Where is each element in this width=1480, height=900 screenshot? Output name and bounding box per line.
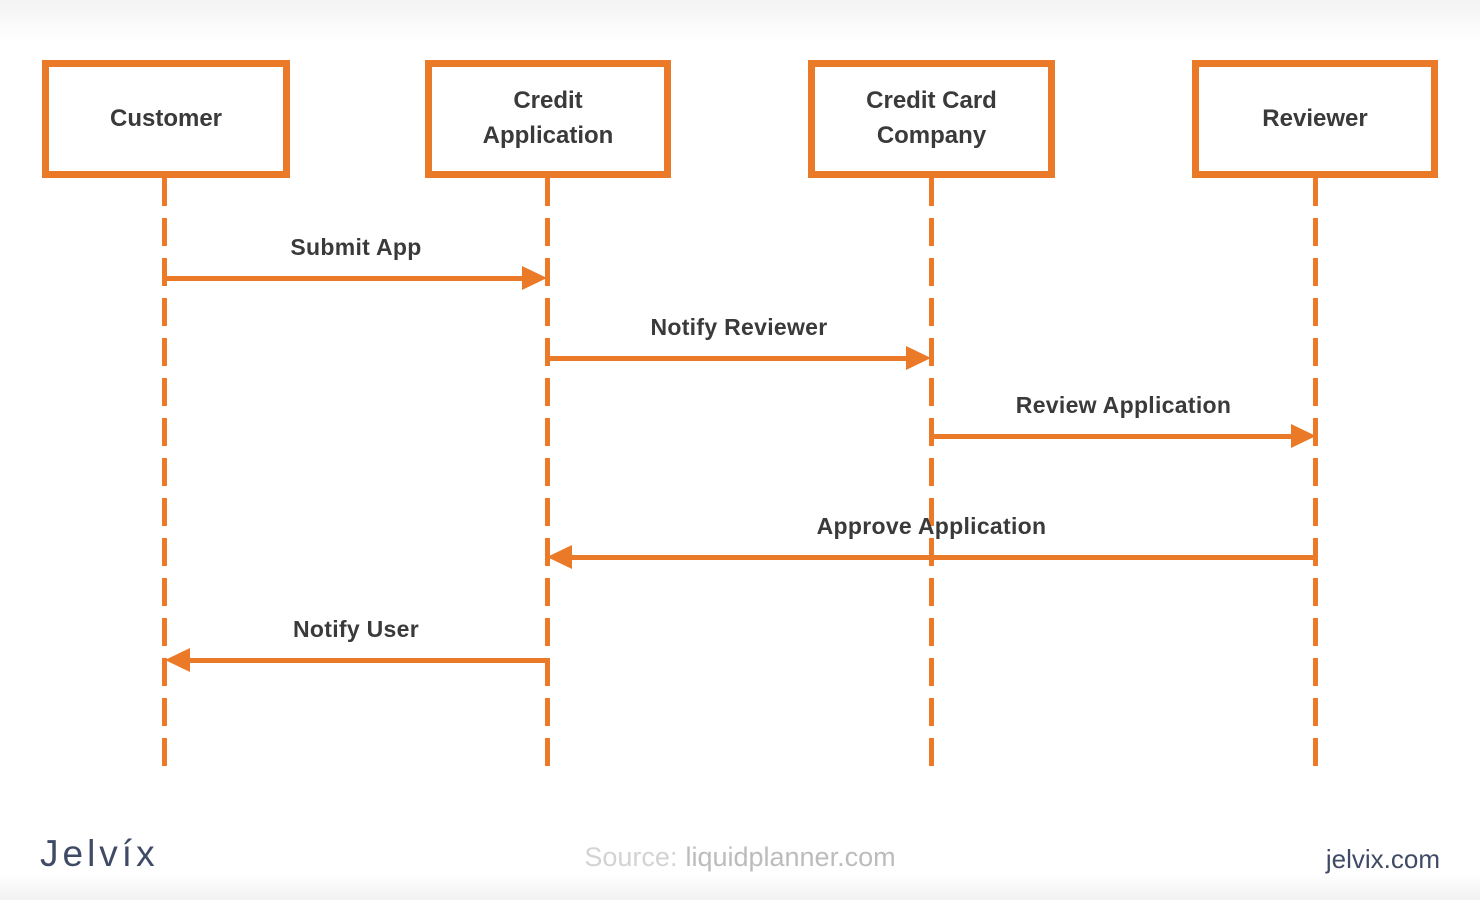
message-notify-reviewer: Notify Reviewer — [547, 314, 931, 370]
source-caption: Source:liquidplanner.com — [0, 842, 1480, 873]
actor-label: Reviewer — [1262, 104, 1368, 132]
website-link: jelvix.com — [1325, 844, 1440, 874]
arrow-line — [547, 356, 911, 361]
message-notify-user: Notify User — [165, 616, 547, 672]
message-label: Notify User — [293, 616, 419, 642]
arrowhead-right-icon — [522, 266, 547, 290]
actor-label: Credit Application — [482, 87, 614, 149]
actor-box-reviewer: Reviewer — [1192, 60, 1438, 178]
lifeline-reviewer — [1313, 178, 1318, 770]
lifeline-credit-card-company — [929, 178, 934, 770]
actor-box-credit-card-company: Credit Card Company — [808, 60, 1055, 178]
message-label: Notify Reviewer — [650, 314, 828, 340]
arrow-line — [185, 658, 547, 663]
actor-label: Credit Card Company — [866, 87, 997, 149]
arrow-line — [165, 276, 527, 281]
arrowhead-left-icon — [165, 648, 190, 672]
actor-box-customer: Customer — [42, 60, 290, 178]
message-review-application: Review Application — [931, 392, 1316, 448]
top-gradient — [0, 0, 1480, 42]
lifeline-customer — [162, 178, 167, 770]
bottom-gradient — [0, 874, 1480, 900]
arrow-line — [567, 555, 1316, 560]
arrowhead-right-icon — [1291, 424, 1316, 448]
lifeline-credit-application — [545, 178, 550, 770]
actor-label: Customer — [109, 104, 223, 132]
message-approve-application: Approve Application — [547, 513, 1316, 569]
message-label: Review Application — [1015, 392, 1232, 418]
arrow-line — [931, 434, 1296, 439]
message-submit-app: Submit App — [165, 234, 547, 290]
source-label: Source: — [584, 842, 678, 872]
message-label: Submit App — [290, 234, 422, 260]
jelvix-logo: Jelvíx — [40, 833, 159, 874]
actor-box-credit-application: Credit Application — [425, 60, 671, 178]
arrowhead-left-icon — [547, 545, 572, 569]
source-value: liquidplanner.com — [685, 842, 896, 872]
message-label: Approve Application — [816, 513, 1047, 539]
arrowhead-right-icon — [906, 346, 931, 370]
